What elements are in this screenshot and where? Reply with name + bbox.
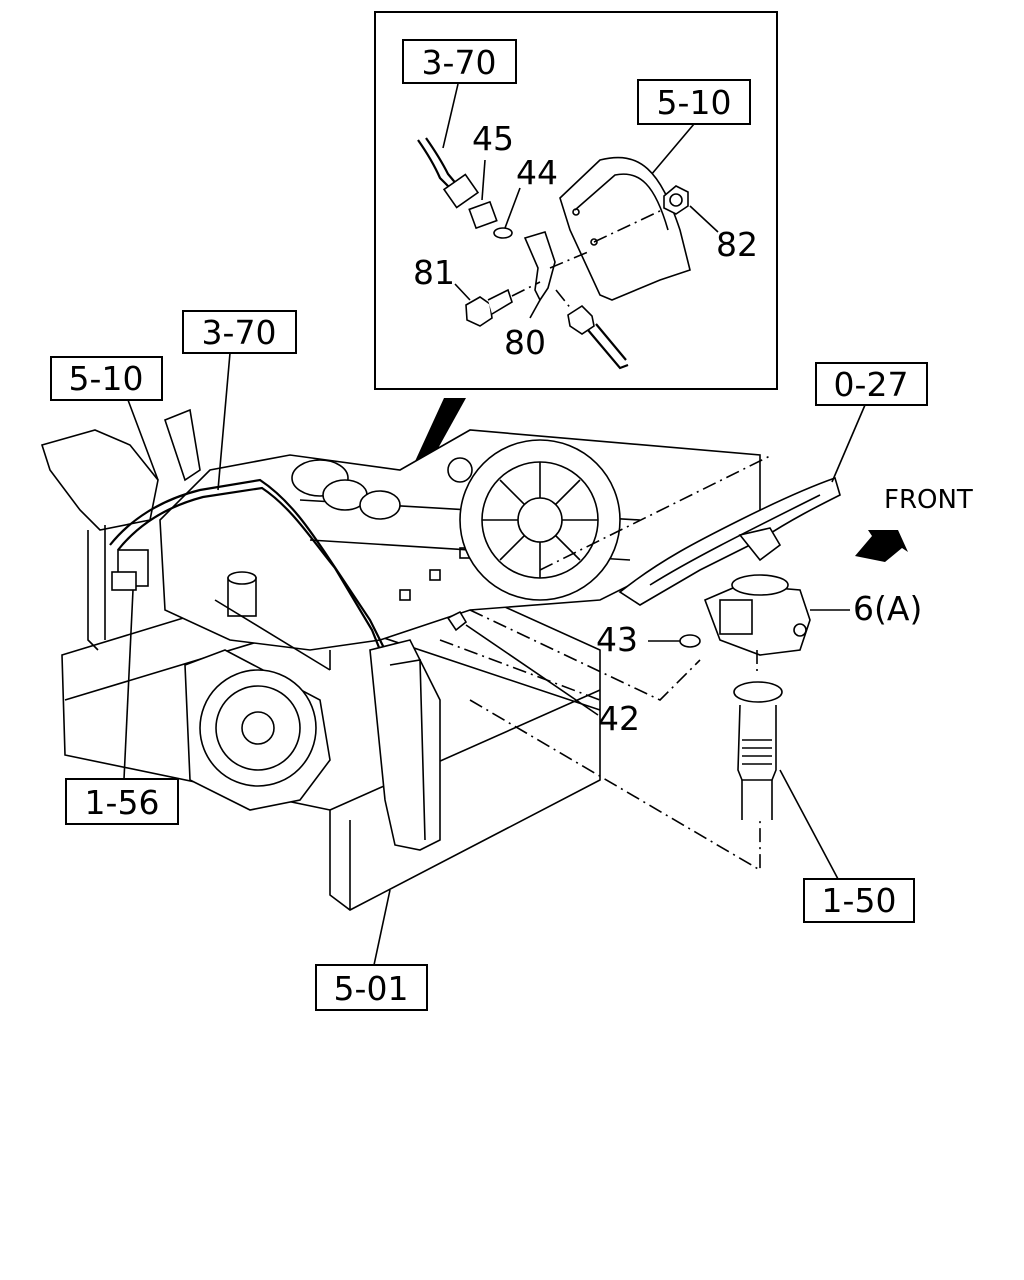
front-direction-label: FRONT xyxy=(884,485,973,515)
callout-42: 42 xyxy=(598,699,640,738)
leader-3-70-inset xyxy=(442,83,459,149)
leader-1-50 xyxy=(779,769,839,880)
ref-box-0-27[interactable]: 0-27 xyxy=(815,362,928,406)
ref-box-5-10-inset[interactable]: 5-10 xyxy=(637,79,751,125)
callout-80: 80 xyxy=(504,323,546,362)
part-42-bolt xyxy=(446,610,468,632)
ref-1-50-label: 1-50 xyxy=(822,881,897,920)
exhaust-manifold xyxy=(618,476,841,606)
ref-5-01-label: 5-01 xyxy=(334,969,409,1008)
ref-box-5-10[interactable]: 5-10 xyxy=(50,356,163,401)
ref-3-70-label: 3-70 xyxy=(202,313,277,352)
ref-box-1-50[interactable]: 1-50 xyxy=(803,878,915,923)
part-45-nut xyxy=(468,200,498,230)
ref-3-70-inset-label: 3-70 xyxy=(422,43,497,82)
pipe-harness xyxy=(109,478,411,701)
callout-45: 45 xyxy=(472,119,514,158)
callout-81: 81 xyxy=(413,253,455,292)
sensor-inset xyxy=(567,304,595,335)
ref-5-10-label: 5-10 xyxy=(69,359,144,398)
inset-frame xyxy=(374,11,778,390)
callout-6a: 6(A) xyxy=(853,589,922,628)
leader-1-56 xyxy=(123,589,134,780)
leader-3-70 xyxy=(217,352,231,491)
part-80-bracket xyxy=(523,231,556,302)
callout-43: 43 xyxy=(596,620,638,659)
ref-1-56-label: 1-56 xyxy=(85,783,160,822)
part-43-gasket xyxy=(679,634,701,648)
pipe-flange xyxy=(733,681,783,703)
ref-box-3-70-inset[interactable]: 3-70 xyxy=(402,39,517,84)
leader-5-10 xyxy=(127,399,159,481)
front-arrow-icon xyxy=(855,530,908,562)
leader-0-27 xyxy=(831,404,866,483)
engine-assembly xyxy=(40,408,841,911)
ref-box-5-01[interactable]: 5-01 xyxy=(315,964,428,1011)
part-82-nut xyxy=(663,185,689,215)
part-44-washer xyxy=(493,227,513,239)
part-81-bolt xyxy=(465,296,493,327)
ref-5-10-inset-label: 5-10 xyxy=(657,83,732,122)
callout-82: 82 xyxy=(716,225,758,264)
mount-post xyxy=(369,639,441,851)
callout-44: 44 xyxy=(516,153,558,192)
ref-0-27-label: 0-27 xyxy=(834,365,909,404)
wire-harness-inset xyxy=(417,139,453,191)
inset-detail: 3-70 5-10 xyxy=(374,11,778,390)
connector-inset xyxy=(442,173,480,209)
bracket-plate-inset xyxy=(559,156,691,301)
leader-5-01 xyxy=(373,889,391,966)
ref-box-3-70[interactable]: 3-70 xyxy=(182,310,297,354)
ref-box-1-56[interactable]: 1-56 xyxy=(65,778,179,825)
